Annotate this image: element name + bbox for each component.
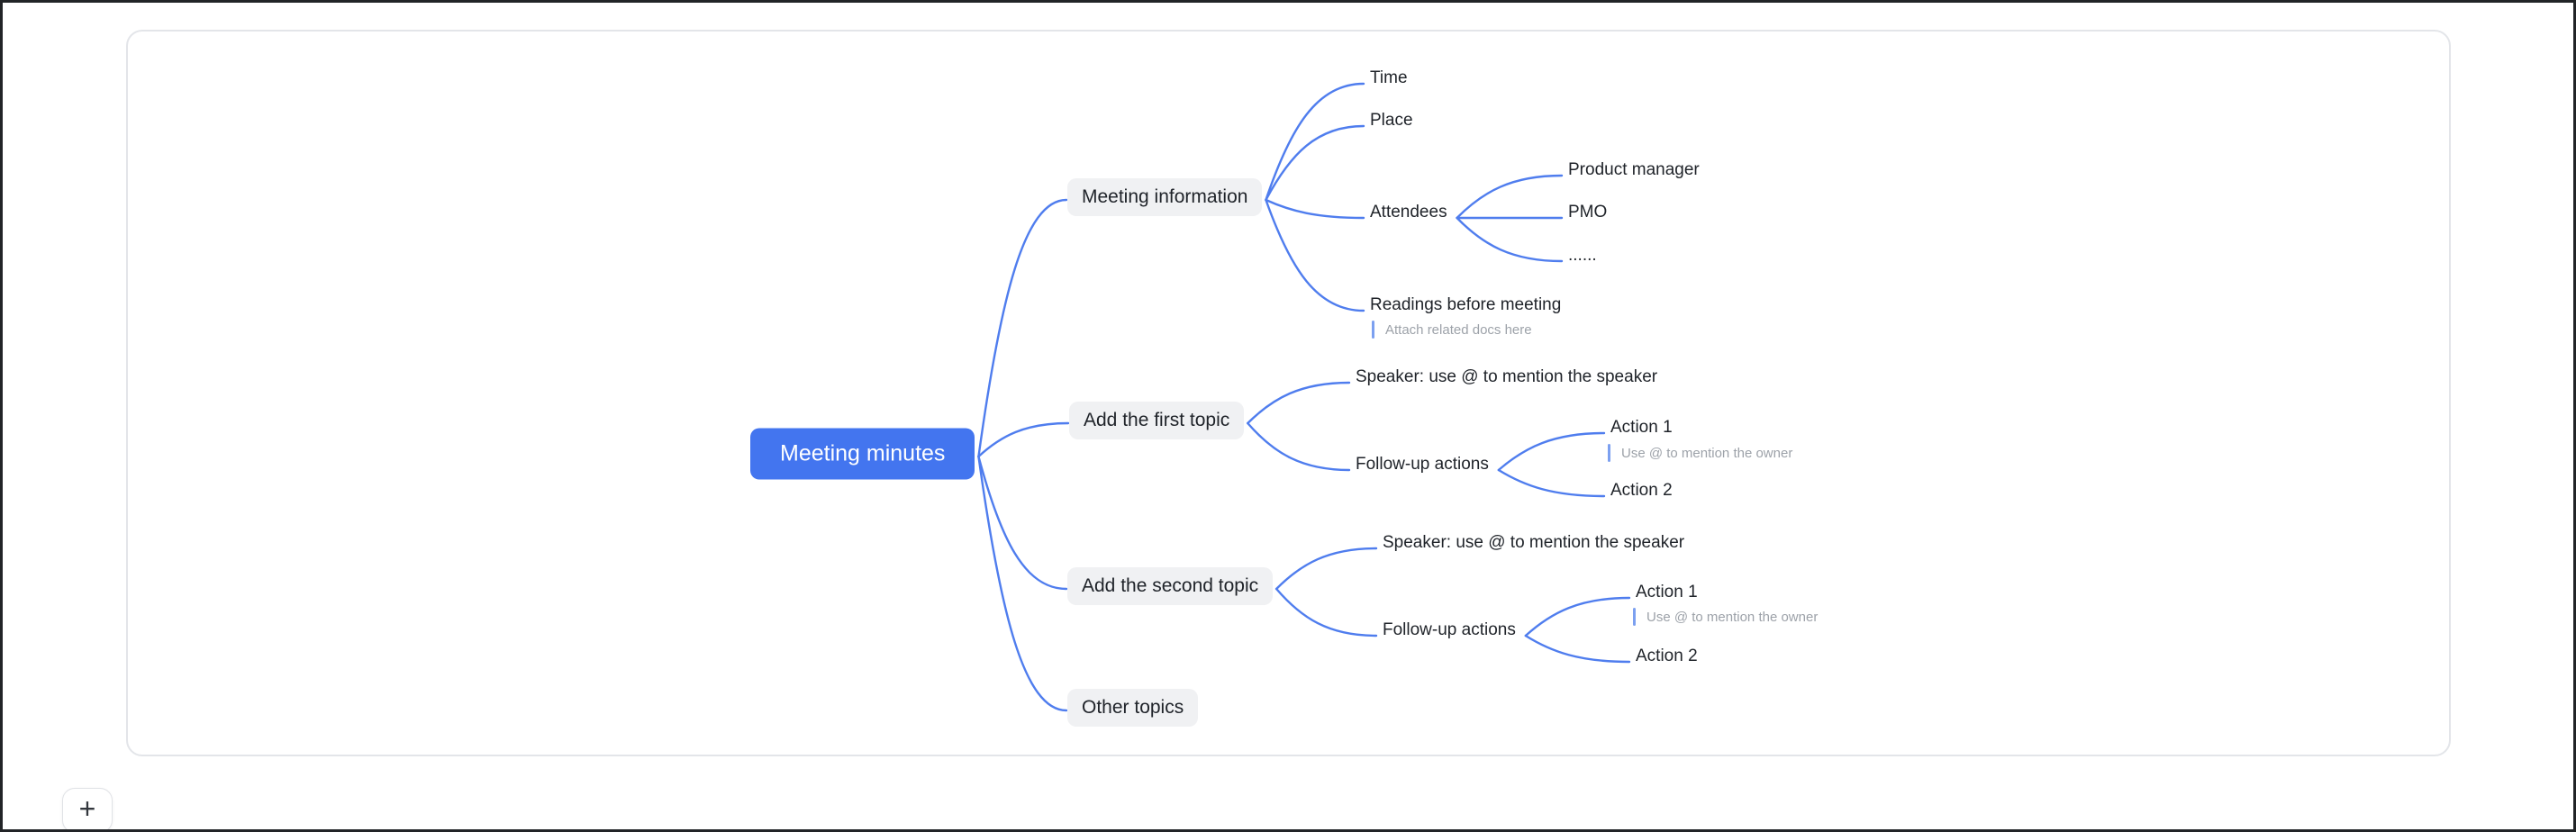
note-action-2-1-note[interactable]: Use @ to mention the owner xyxy=(1633,608,1818,626)
node-time[interactable]: Time xyxy=(1370,68,1408,87)
node-followup-2[interactable]: Follow-up actions xyxy=(1383,620,1516,639)
node-action-2-1[interactable]: Action 1 xyxy=(1636,583,1698,601)
mindmap-canvas[interactable] xyxy=(126,30,2451,756)
node-action-1-1[interactable]: Action 1 xyxy=(1610,418,1673,437)
node-meeting-info[interactable]: Meeting information xyxy=(1067,178,1263,216)
note-bar xyxy=(1633,608,1636,626)
note-text: Use @ to mention the owner xyxy=(1646,609,1819,625)
node-first-topic[interactable]: Add the first topic xyxy=(1069,402,1245,439)
node-attendees[interactable]: Attendees xyxy=(1370,203,1447,222)
node-action-1-2[interactable]: Action 2 xyxy=(1610,481,1673,500)
node-dots[interactable]: ...... xyxy=(1568,246,1597,265)
add-node-button[interactable]: + xyxy=(62,788,113,829)
node-followup-1[interactable]: Follow-up actions xyxy=(1356,455,1489,474)
node-speaker-1[interactable]: Speaker: use @ to mention the speaker xyxy=(1356,367,1658,386)
node-root[interactable]: Meeting minutes xyxy=(750,428,975,480)
node-action-2-2[interactable]: Action 2 xyxy=(1636,647,1698,665)
note-readings-note[interactable]: Attach related docs here xyxy=(1372,321,1532,339)
node-second-topic[interactable]: Add the second topic xyxy=(1067,567,1274,605)
note-bar xyxy=(1372,321,1374,339)
node-other-topics[interactable]: Other topics xyxy=(1067,689,1199,727)
node-speaker-2[interactable]: Speaker: use @ to mention the speaker xyxy=(1383,533,1685,552)
node-product-manager[interactable]: Product manager xyxy=(1568,160,1700,179)
node-place[interactable]: Place xyxy=(1370,111,1413,130)
note-text: Attach related docs here xyxy=(1385,321,1532,338)
node-pmo[interactable]: PMO xyxy=(1568,203,1608,222)
note-text: Use @ to mention the owner xyxy=(1621,445,1793,461)
node-readings[interactable]: Readings before meeting xyxy=(1370,295,1562,314)
note-action-1-1-note[interactable]: Use @ to mention the owner xyxy=(1608,444,1792,462)
note-bar xyxy=(1608,444,1610,462)
